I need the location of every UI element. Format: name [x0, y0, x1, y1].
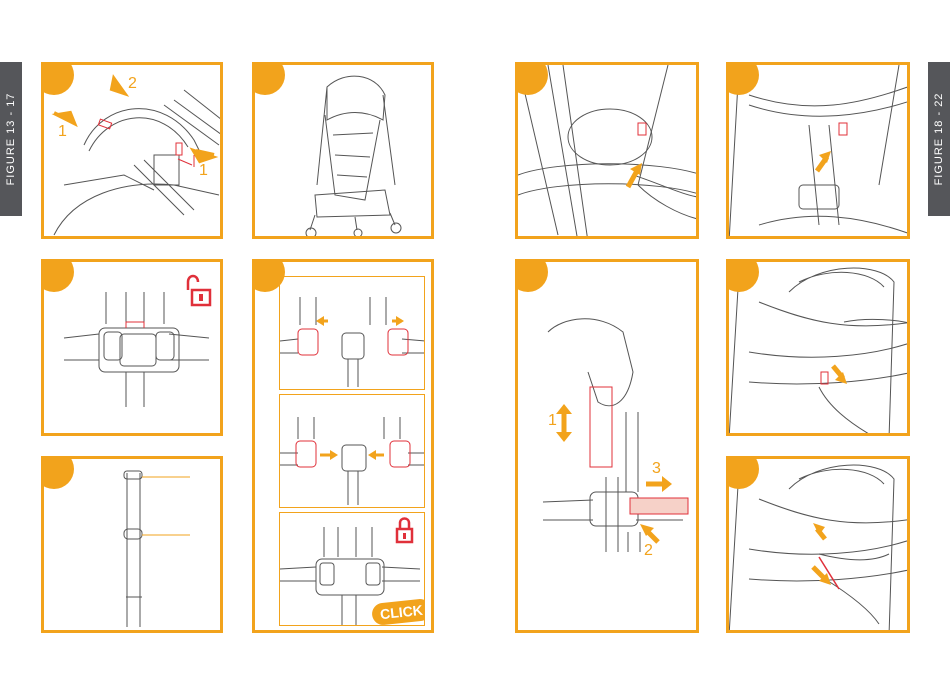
- unbuckle-illustration: [280, 277, 425, 390]
- figure-panel-stroller: [252, 62, 434, 239]
- figure-panel-seat-pad-1: [726, 259, 910, 436]
- left-figure-tab-label: FIGURE 13 - 17: [5, 93, 17, 186]
- left-figure-tab: FIGURE 13 - 17: [0, 62, 22, 216]
- figure-panel-bumper-bar: 1 2 1: [41, 62, 223, 239]
- figure-panel-seat-pad-2: [726, 456, 910, 633]
- step-number-1: 1: [548, 412, 557, 430]
- figure-panel-buckle-unlock: [41, 259, 223, 436]
- down-arrow: [729, 262, 910, 436]
- unlocked-padlock-icon: [44, 262, 223, 436]
- up-arrow: [518, 65, 699, 239]
- step-number-2: 2: [644, 542, 653, 560]
- figure-panel-canopy-release: [726, 62, 910, 239]
- step-number-2: 2: [128, 75, 137, 93]
- adjust-arrows: [518, 262, 699, 633]
- step-number-1b: 1: [199, 162, 208, 180]
- removal-arrows: [729, 459, 910, 633]
- insert-illustration: [280, 395, 425, 508]
- stroller-illustration: [255, 65, 434, 239]
- figure-panel-seat-release: [515, 62, 699, 239]
- up-arrow: [729, 65, 910, 239]
- right-figure-tab: FIGURE 18 - 22: [928, 62, 950, 216]
- figure-panel-buckle-steps: CLICK: [252, 259, 434, 633]
- sub-panel-click: CLICK: [279, 512, 425, 626]
- step-number-1: 1: [58, 123, 67, 141]
- sub-panel-unbuckle: [279, 276, 425, 390]
- sub-panel-insert: [279, 394, 425, 508]
- figure-panel-harness-adjust: 1 3 2: [515, 259, 699, 633]
- step-number-3: 3: [652, 460, 661, 478]
- right-figure-tab-label: FIGURE 18 - 22: [933, 93, 945, 186]
- figure-panel-shoulder-strap: [41, 456, 223, 633]
- strap-illustration: [44, 459, 223, 633]
